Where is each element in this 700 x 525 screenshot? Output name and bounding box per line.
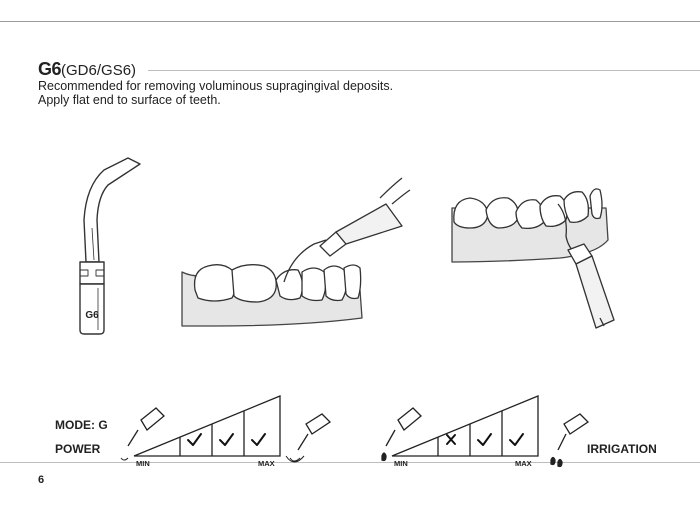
power-scale — [120, 395, 332, 463]
check-icon — [509, 433, 524, 446]
irrigation-max-label: MAX — [515, 459, 532, 468]
description-line-1: Recommended for removing voluminous supr… — [38, 79, 394, 93]
scaler-tip-illustration — [79, 157, 141, 335]
check-icon — [187, 433, 202, 446]
tip-variants: (GD6/GS6) — [61, 62, 137, 79]
power-marks — [187, 433, 266, 446]
irrigation-min-label: MIN — [394, 459, 408, 468]
upper-jaw-illustration — [451, 188, 615, 329]
page-number: 6 — [38, 474, 45, 486]
tip-description: Recommended for removing voluminous supr… — [38, 79, 394, 107]
header-rule — [148, 70, 700, 71]
mode-label: MODE: G — [55, 418, 108, 432]
power-min-label: MIN — [136, 459, 150, 468]
description-line-2: Apply flat end to surface of teeth. — [38, 92, 221, 107]
cross-icon — [446, 434, 456, 445]
tip-code: G6 — [38, 59, 62, 79]
lower-jaw-illustration — [181, 177, 411, 327]
power-max-label: MAX — [258, 459, 275, 468]
power-label: POWER — [55, 442, 101, 456]
irrigation-marks — [446, 433, 524, 446]
tip-title: G6(GD6/GS6) — [38, 60, 136, 80]
footer-rule — [0, 462, 700, 463]
top-rule — [0, 21, 700, 22]
irrigation-scale — [381, 395, 590, 468]
irrigation-label: IRRIGATION — [587, 442, 657, 456]
check-icon — [251, 433, 266, 446]
check-icon — [477, 433, 492, 446]
check-icon — [219, 433, 234, 446]
tip-engraving: G6 — [85, 310, 99, 321]
